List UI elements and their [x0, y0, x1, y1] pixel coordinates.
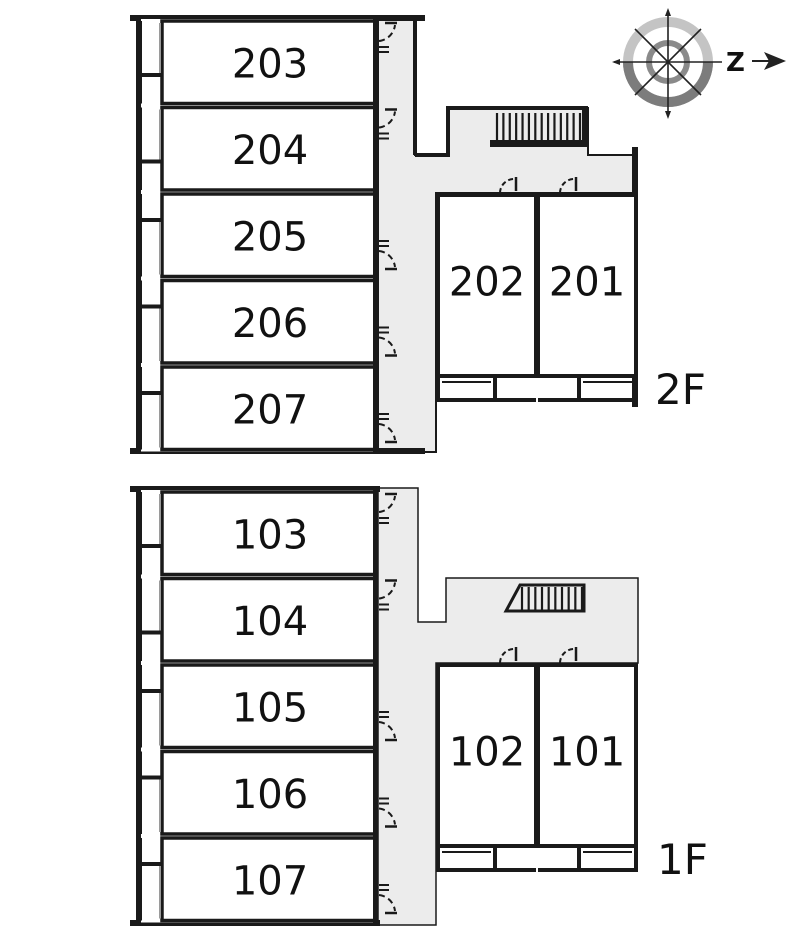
floor-2f: 203 204 205 206 207 202 201 2F: [130, 15, 706, 454]
door-icon[interactable]: [378, 413, 397, 444]
room-number: 204: [232, 128, 308, 174]
compass-letter: Z: [726, 48, 745, 78]
wall: [130, 486, 380, 492]
door-icon[interactable]: [499, 177, 518, 194]
room-102[interactable]: 102: [436, 647, 538, 872]
room-number: 201: [549, 260, 625, 306]
wall: [415, 153, 450, 157]
wall: [130, 15, 425, 21]
room-number: 203: [232, 41, 308, 87]
staircase-2f: [490, 106, 588, 147]
compass-north-icon: [612, 8, 786, 119]
door-icon[interactable]: [378, 326, 397, 357]
room-204[interactable]: 204: [137, 105, 397, 193]
door-icon[interactable]: [378, 884, 397, 915]
room-number: 102: [449, 730, 525, 776]
room-number: 205: [232, 214, 308, 260]
room-number: 106: [232, 772, 308, 818]
floor-label-1f: 1F: [657, 835, 708, 884]
door-icon[interactable]: [378, 108, 397, 140]
room-number: 101: [549, 730, 625, 776]
floor-1f: 103 104 105 106 107 102 101 1F: [130, 486, 708, 926]
room-number: 207: [232, 387, 308, 433]
room-104[interactable]: 104: [137, 576, 397, 664]
room-106[interactable]: 106: [137, 749, 397, 837]
room-number: 206: [232, 301, 308, 347]
room-201[interactable]: 201: [536, 177, 638, 402]
room-103[interactable]: 103: [137, 490, 397, 577]
compass: Z: [612, 8, 786, 119]
room-number: 104: [232, 599, 308, 645]
door-icon[interactable]: [499, 647, 518, 664]
wall: [446, 106, 450, 156]
room-number: 103: [232, 512, 308, 558]
room-205[interactable]: 205: [137, 192, 397, 279]
door-icon[interactable]: [378, 579, 397, 611]
wall: [136, 19, 141, 452]
room-number: 107: [232, 858, 308, 904]
door-icon[interactable]: [378, 21, 397, 53]
door-icon[interactable]: [378, 240, 397, 271]
room-101[interactable]: 101: [536, 647, 638, 872]
room-202[interactable]: 202: [436, 177, 538, 402]
wall: [413, 20, 417, 155]
door-icon[interactable]: [378, 492, 397, 524]
wall: [130, 920, 380, 926]
wall: [373, 490, 378, 923]
wall: [446, 106, 588, 110]
door-icon[interactable]: [378, 797, 397, 828]
door-icon[interactable]: [559, 177, 578, 194]
room-number: 202: [449, 260, 525, 306]
room-107[interactable]: 107: [137, 836, 397, 923]
room-number: 105: [232, 685, 308, 731]
corridor-1f: [377, 487, 639, 926]
room-203[interactable]: 203: [137, 19, 397, 106]
room-207[interactable]: 207: [137, 365, 397, 452]
staircase-1f: [503, 583, 586, 613]
floor-label-2f: 2F: [655, 365, 706, 414]
wall: [136, 490, 141, 923]
door-icon[interactable]: [378, 711, 397, 742]
room-105[interactable]: 105: [137, 663, 397, 750]
wall: [373, 19, 378, 452]
room-206[interactable]: 206: [137, 278, 397, 366]
door-icon[interactable]: [559, 647, 578, 664]
